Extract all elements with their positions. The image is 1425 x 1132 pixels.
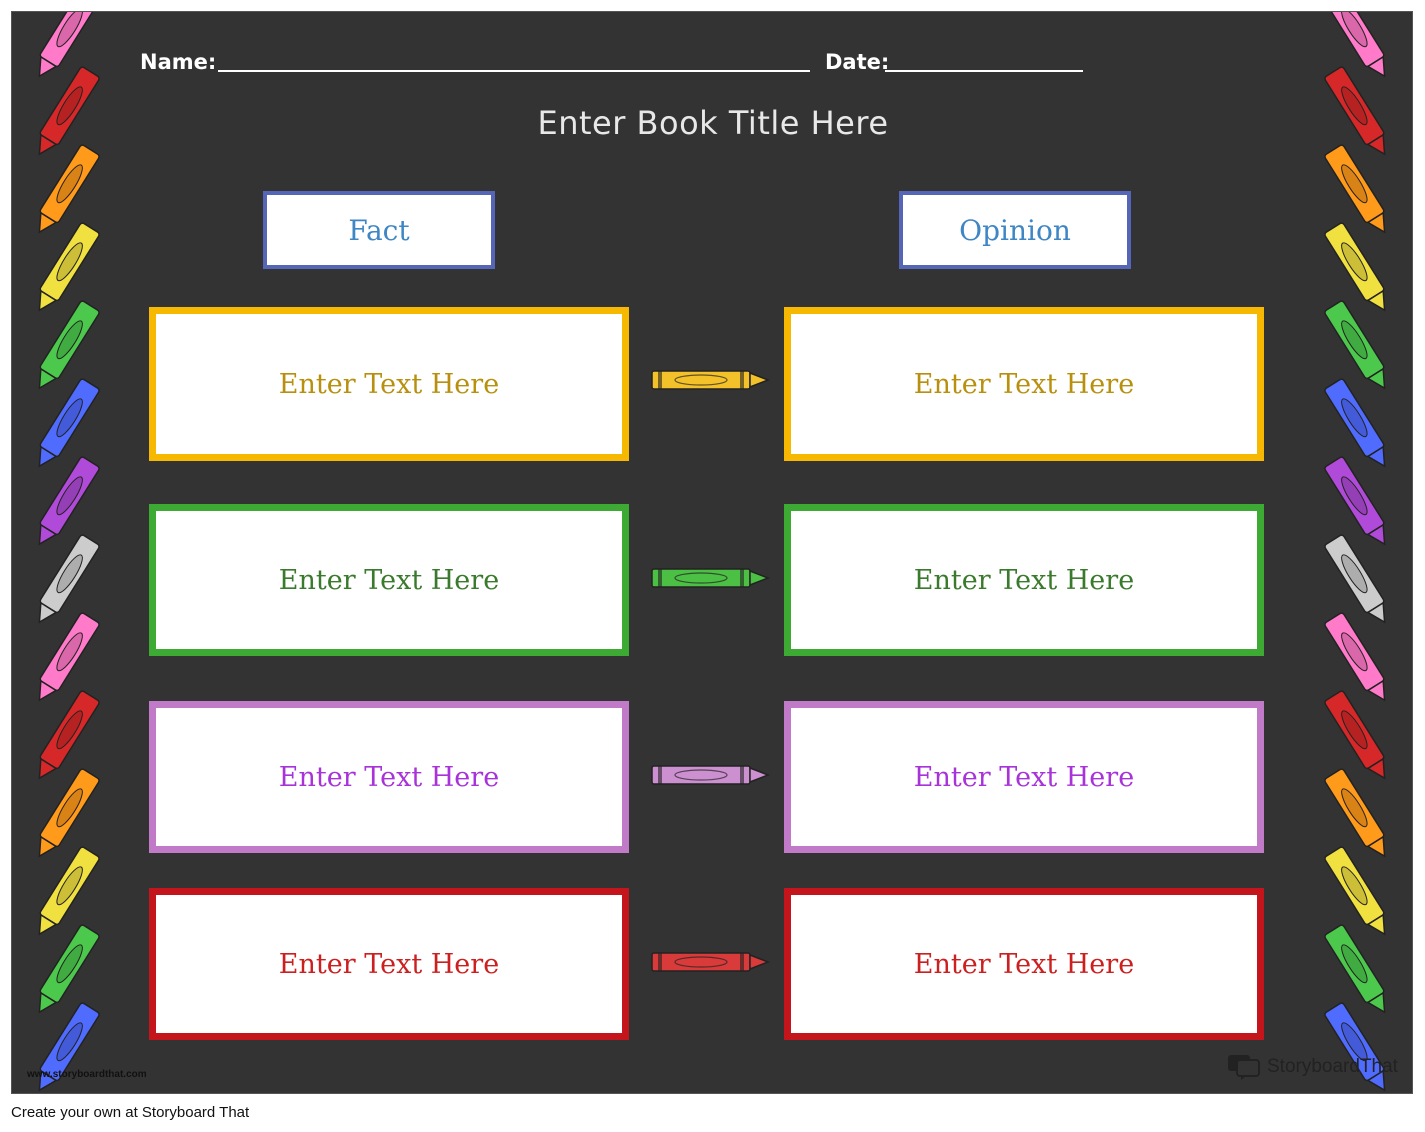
book-title[interactable]: Enter Book Title Here <box>537 104 889 142</box>
crayon-arrow-icon <box>651 568 771 588</box>
date-line[interactable] <box>885 70 1083 72</box>
speech-bubble-icon <box>1228 1055 1260 1080</box>
fact-box[interactable]: Enter Text Here <box>149 888 629 1040</box>
storyboardthat-logo[interactable]: StoryboardThat <box>1227 1054 1398 1080</box>
opinion-text: Enter Text Here <box>913 948 1135 980</box>
fact-box[interactable]: Enter Text Here <box>149 307 629 461</box>
site-watermark: www.storyboardthat.com <box>27 1069 147 1080</box>
right-crayon-border <box>1324 12 1386 1092</box>
fact-header: Fact <box>263 191 495 269</box>
fact-text: Enter Text Here <box>278 564 500 596</box>
crayon-arrow-icon <box>651 370 771 390</box>
fact-text: Enter Text Here <box>278 948 500 980</box>
opinion-box[interactable]: Enter Text Here <box>784 701 1264 853</box>
footer-text[interactable]: Create your own at Storyboard That <box>11 1104 250 1121</box>
opinion-box[interactable]: Enter Text Here <box>784 888 1264 1040</box>
opinion-box[interactable]: Enter Text Here <box>784 307 1264 461</box>
opinion-header-label: Opinion <box>959 213 1071 247</box>
opinion-box[interactable]: Enter Text Here <box>784 504 1264 656</box>
name-label: Name: <box>140 50 217 74</box>
opinion-text: Enter Text Here <box>913 564 1135 596</box>
date-label: Date: <box>825 50 890 74</box>
worksheet-board: Name: Date: Enter Book Title Here Fact O… <box>11 11 1413 1094</box>
fact-text: Enter Text Here <box>278 761 500 793</box>
opinion-text: Enter Text Here <box>913 368 1135 400</box>
fact-box[interactable]: Enter Text Here <box>149 504 629 656</box>
fact-header-label: Fact <box>348 213 410 247</box>
crayon-arrow-icon <box>651 952 771 972</box>
crayon-arrow-icon <box>651 765 771 785</box>
opinion-text: Enter Text Here <box>913 761 1135 793</box>
fact-text: Enter Text Here <box>278 368 500 400</box>
fact-box[interactable]: Enter Text Here <box>149 701 629 853</box>
opinion-header: Opinion <box>899 191 1131 269</box>
logo-text: StoryboardThat <box>1267 1056 1398 1077</box>
left-crayon-border <box>38 12 100 1092</box>
name-line[interactable] <box>218 70 810 72</box>
